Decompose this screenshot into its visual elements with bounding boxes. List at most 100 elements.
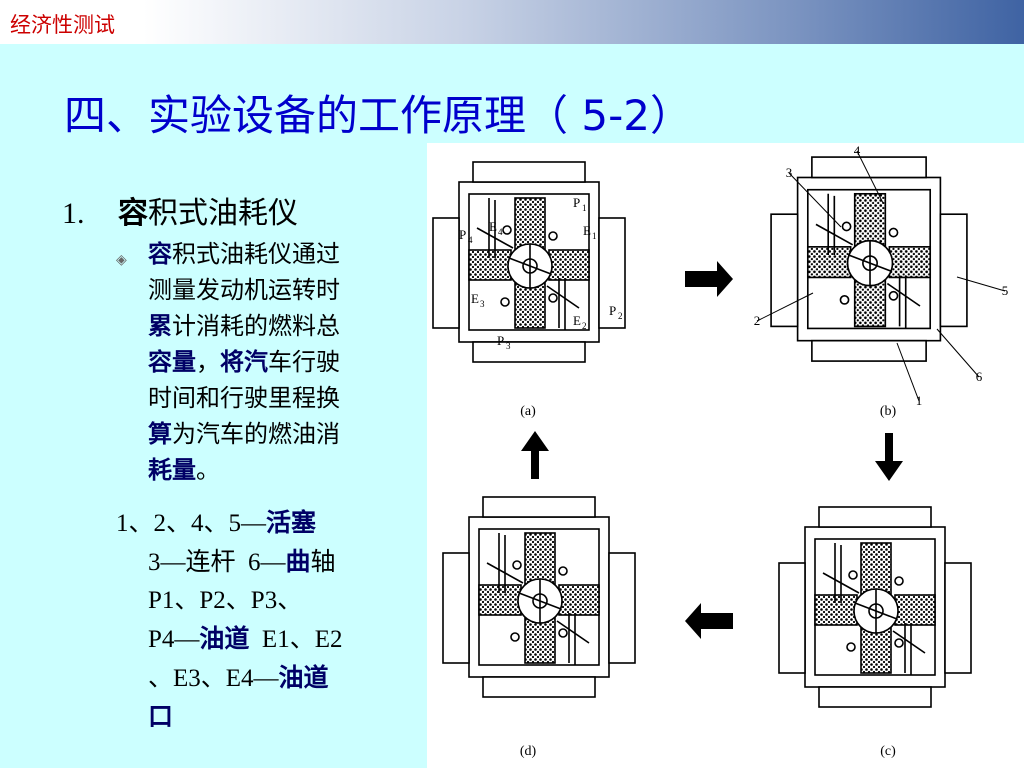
bold-run: 将汽 xyxy=(220,348,268,376)
bold-run: 算 xyxy=(148,420,172,448)
legend-l1a: 1、2、4、5— xyxy=(116,510,267,537)
list-number: 1. xyxy=(62,197,85,230)
port-label-sub: 1 xyxy=(582,203,587,213)
oil-passage xyxy=(822,572,926,654)
oil-port xyxy=(502,225,512,235)
paragraph-line: 耗量。 xyxy=(148,452,420,488)
callout-label: 5 xyxy=(1002,283,1009,298)
slide-title: 四、实验设备的工作原理（ 5-2） xyxy=(64,91,692,140)
oil-passage xyxy=(834,543,912,675)
port-label: P xyxy=(573,195,580,210)
casing-right xyxy=(598,217,626,329)
oil-port xyxy=(548,231,558,241)
bullet-paragraph: 容积式油耗仪通过测量发动机运转时累计消耗的燃料总容量，将汽车行驶时间和行驶里程换… xyxy=(148,236,420,488)
port-label: P xyxy=(459,227,466,242)
casing-top xyxy=(472,161,586,183)
legend-block: 1、2、4、5—活塞 3—连杆 6—曲轴 P1、P2、P3、 P4—油道 E1、… xyxy=(116,504,416,737)
arrow-down-icon xyxy=(875,433,903,481)
callout-label: 4 xyxy=(854,143,861,158)
piston-right xyxy=(548,249,590,281)
oil-port xyxy=(846,642,856,652)
paragraph-line: 测量发动机运转时 xyxy=(148,272,420,308)
bold-run: 耗量 xyxy=(148,456,196,484)
casing-bottom xyxy=(472,341,586,363)
legend-l2a: 3— xyxy=(148,549,186,576)
bold-run: 累 xyxy=(148,312,172,340)
text-run: 积式油耗仪通过 xyxy=(172,240,340,268)
arrow-left-icon xyxy=(685,603,733,639)
legend-l2e: 轴 xyxy=(310,547,336,576)
oil-port xyxy=(512,560,522,570)
panel-a xyxy=(432,161,626,363)
oil-passage xyxy=(476,227,580,309)
paragraph-line: 时间和行驶里程换 xyxy=(148,380,420,416)
port-label: E xyxy=(573,313,581,328)
port-label: P xyxy=(609,303,616,318)
casing-right xyxy=(944,562,972,674)
casing-bottom xyxy=(818,686,932,708)
oil-port xyxy=(894,638,904,648)
item-text: 积式油耗仪 xyxy=(148,196,298,231)
legend-l1b: 活塞 xyxy=(266,508,317,537)
casing-left xyxy=(778,562,806,674)
panel-label: (c) xyxy=(880,744,896,759)
oil-passage xyxy=(486,562,590,644)
callout-label: 2 xyxy=(754,313,761,328)
callout-line xyxy=(788,172,842,228)
casing-bottom xyxy=(482,676,596,698)
callout-label: 1 xyxy=(916,393,923,408)
header-bar: 经济性测试 xyxy=(0,0,1024,44)
port-label-sub: 4 xyxy=(498,227,503,237)
legend-l3: P1、P2、P3、 xyxy=(148,587,303,614)
oil-port xyxy=(558,566,568,576)
panel-label: (a) xyxy=(520,404,536,419)
oil-port xyxy=(894,576,904,586)
callout-label: 3 xyxy=(786,165,793,180)
oil-port xyxy=(839,294,850,305)
casing-top xyxy=(818,506,932,528)
header-title: 经济性测试 xyxy=(10,13,115,37)
diamond-bullet-icon: ◈ xyxy=(116,252,127,268)
callout-line xyxy=(856,150,884,204)
callout-line xyxy=(896,342,920,402)
item-bold: 容 xyxy=(118,196,148,231)
panel-c xyxy=(778,506,972,708)
oil-port xyxy=(888,227,899,238)
port-label: P xyxy=(497,333,504,348)
callout-line xyxy=(936,328,980,378)
oil-port xyxy=(848,570,858,580)
casing-right xyxy=(608,552,636,664)
oil-port xyxy=(548,293,558,303)
oil-port xyxy=(500,297,510,307)
piston-left xyxy=(468,249,512,281)
legend-l6: 口 xyxy=(148,702,174,731)
piston-right xyxy=(894,594,936,626)
legend-l5b: 油道 xyxy=(278,663,329,692)
port-label: E xyxy=(471,291,479,306)
arrow-right-icon xyxy=(685,261,733,297)
port-label: E xyxy=(583,223,591,238)
legend-l2d: 曲 xyxy=(285,547,311,576)
panel-b xyxy=(770,156,968,362)
panel-label: (d) xyxy=(520,744,537,759)
casing-left xyxy=(770,213,799,328)
paragraph-line: 算为汽车的燃油消 xyxy=(148,416,420,452)
casing-right xyxy=(939,213,968,328)
text-run: ， xyxy=(196,348,220,376)
port-label-sub: 3 xyxy=(506,341,511,351)
oil-passage xyxy=(827,193,907,329)
port-label-sub: 1 xyxy=(592,231,597,241)
casing-bottom xyxy=(811,339,927,362)
paragraph-line: 累计消耗的燃料总 xyxy=(148,308,420,344)
paragraph-line: 容积式油耗仪通过 xyxy=(148,236,420,272)
port-label-sub: 4 xyxy=(468,235,473,245)
list-item-1: 1. 容积式油耗仪 xyxy=(62,188,298,232)
legend-l2c: 6— xyxy=(235,549,286,576)
oil-passage xyxy=(488,198,566,330)
port-label: E xyxy=(489,219,497,234)
arrow-up-icon xyxy=(521,431,549,479)
legend-l4c: E1、E2 xyxy=(249,626,343,653)
port-label-sub: 2 xyxy=(618,311,623,321)
